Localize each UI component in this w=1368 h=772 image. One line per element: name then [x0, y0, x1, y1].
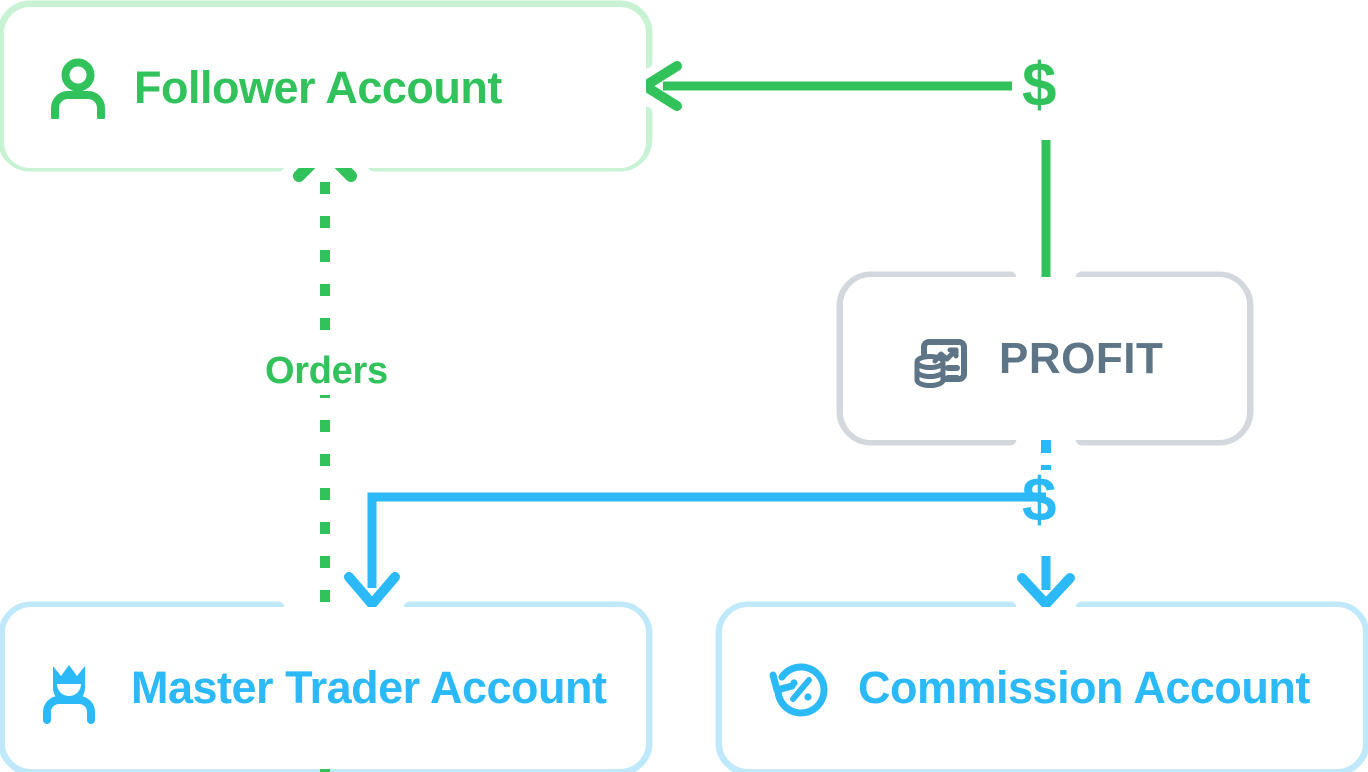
connector-commission-to-master [344, 492, 1046, 609]
node-master-label: Master Trader Account [131, 662, 607, 713]
profit-report-icon [911, 328, 973, 390]
person-icon [48, 57, 108, 119]
percent-refresh-icon [768, 657, 830, 719]
dollar-marker-blue: $ [1022, 466, 1057, 535]
node-commission-account[interactable]: Commission Account [722, 607, 1363, 769]
node-follower-account[interactable]: Follower Account [4, 7, 646, 168]
node-profit[interactable]: PROFIT [843, 277, 1247, 440]
person-crown-icon [37, 652, 101, 724]
node-follower-label: Follower Account [134, 61, 502, 113]
node-profit-label: PROFIT [999, 333, 1164, 383]
dollar-marker-green: $ [1022, 51, 1057, 120]
orders-connector-label: Orders [259, 348, 394, 395]
node-commission-label: Commission Account [858, 662, 1310, 713]
connector-profit-to-follower [640, 61, 1051, 278]
node-master-trader-account[interactable]: Master Trader Account [5, 607, 646, 769]
